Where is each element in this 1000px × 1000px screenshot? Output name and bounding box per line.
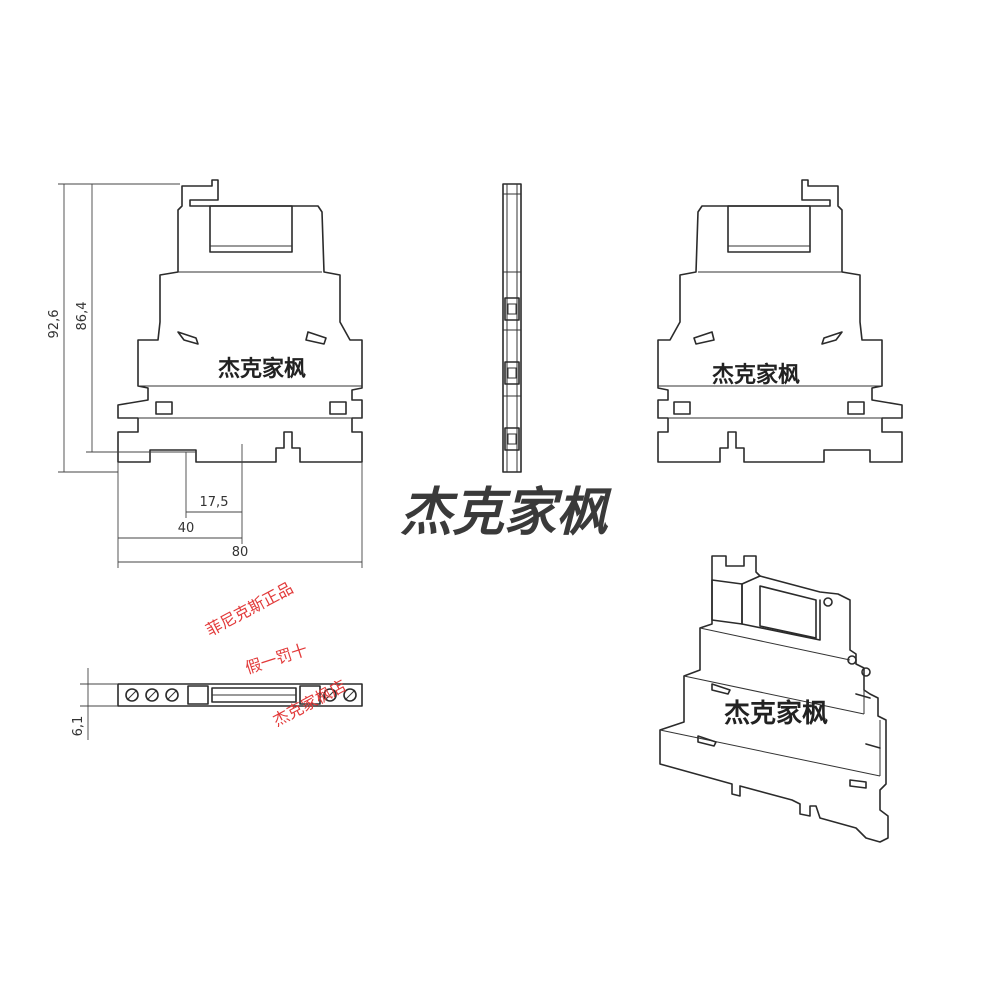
isometric-view: 杰克家枫 xyxy=(659,555,889,843)
front-view: 杰克家枫 xyxy=(117,179,363,463)
center-watermark: 杰克家枫 xyxy=(400,483,612,543)
stamp-line-2: 假一罚十 xyxy=(243,640,310,678)
dim-height-body: 86,4 xyxy=(75,302,90,331)
dim-width-inner: 17,5 xyxy=(200,495,229,510)
top-view: 6,1 xyxy=(71,668,363,740)
side-view xyxy=(502,183,522,473)
rear-view: 杰克家枫 xyxy=(657,179,903,463)
dim-thickness: 6,1 xyxy=(71,716,86,737)
front-view-dimensions: 92,6 86,4 17,5 40 80 xyxy=(47,183,363,568)
dim-width-total: 80 xyxy=(232,545,249,560)
rear-view-watermark: 杰克家枫 xyxy=(712,362,800,388)
isometric-watermark: 杰克家枫 xyxy=(724,698,828,729)
red-stamp: 菲尼克斯正品 假一罚十 杰克家枫店 xyxy=(203,578,350,730)
stamp-line-1: 菲尼克斯正品 xyxy=(203,578,297,640)
dim-width-half: 40 xyxy=(178,521,195,536)
front-view-watermark: 杰克家枫 xyxy=(218,356,306,382)
dim-height-total: 92,6 xyxy=(47,310,62,339)
